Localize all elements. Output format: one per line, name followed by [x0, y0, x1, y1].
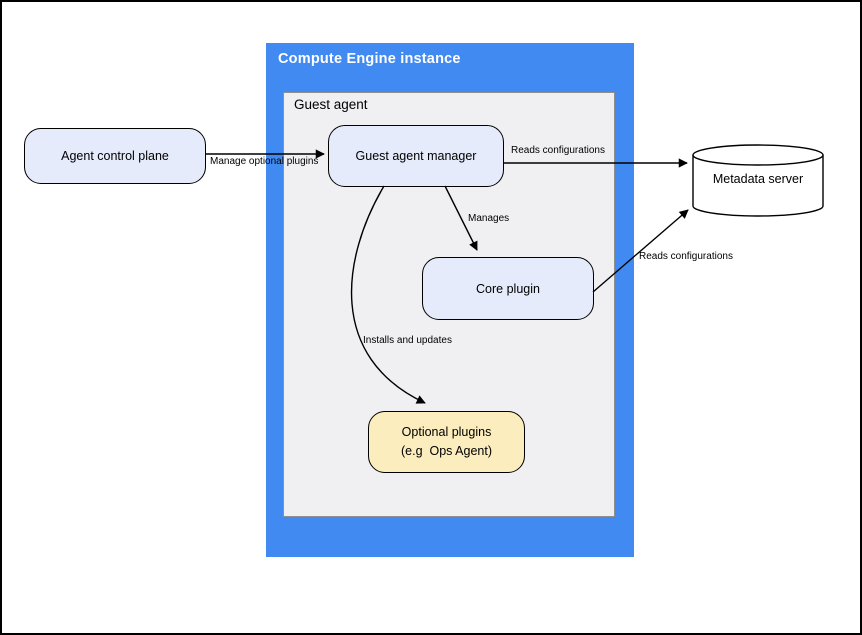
compute-engine-instance-title: Compute Engine instance — [278, 51, 461, 67]
core-plugin-label: Core plugin — [476, 281, 540, 296]
optional-plugins-label-line1: Optional plugins — [401, 425, 492, 439]
edge-label-core-reads-configurations: Reads configurations — [639, 251, 733, 262]
guest-agent-manager-label: Guest agent manager — [355, 149, 477, 163]
metadata-server-label: Metadata server — [712, 172, 804, 186]
edge-label-manage-optional-plugins: Manage optional plugins — [210, 156, 319, 167]
node-optional-plugins: Optional plugins (e.g Ops Agent) — [368, 411, 525, 473]
optional-plugins-label-line2: (e.g Ops Agent) — [400, 444, 493, 458]
guest-agent-title: Guest agent — [294, 97, 368, 112]
node-guest-agent-manager: Guest agent manager — [328, 125, 504, 187]
edge-label-manages: Manages — [468, 213, 510, 224]
node-agent-control-plane: Agent control plane — [24, 128, 206, 184]
agent-control-plane-label: Agent control plane — [61, 149, 169, 163]
node-core-plugin: Core plugin — [422, 257, 594, 320]
edge-label-manager-reads-configurations: Reads configurations — [511, 145, 605, 156]
metadata-server-cylinder-icon — [692, 144, 824, 217]
edge-label-installs-and-updates: Installs and updates — [363, 335, 452, 346]
compute-engine-instance-container: Compute Engine instance Guest agent Gues… — [266, 43, 634, 557]
